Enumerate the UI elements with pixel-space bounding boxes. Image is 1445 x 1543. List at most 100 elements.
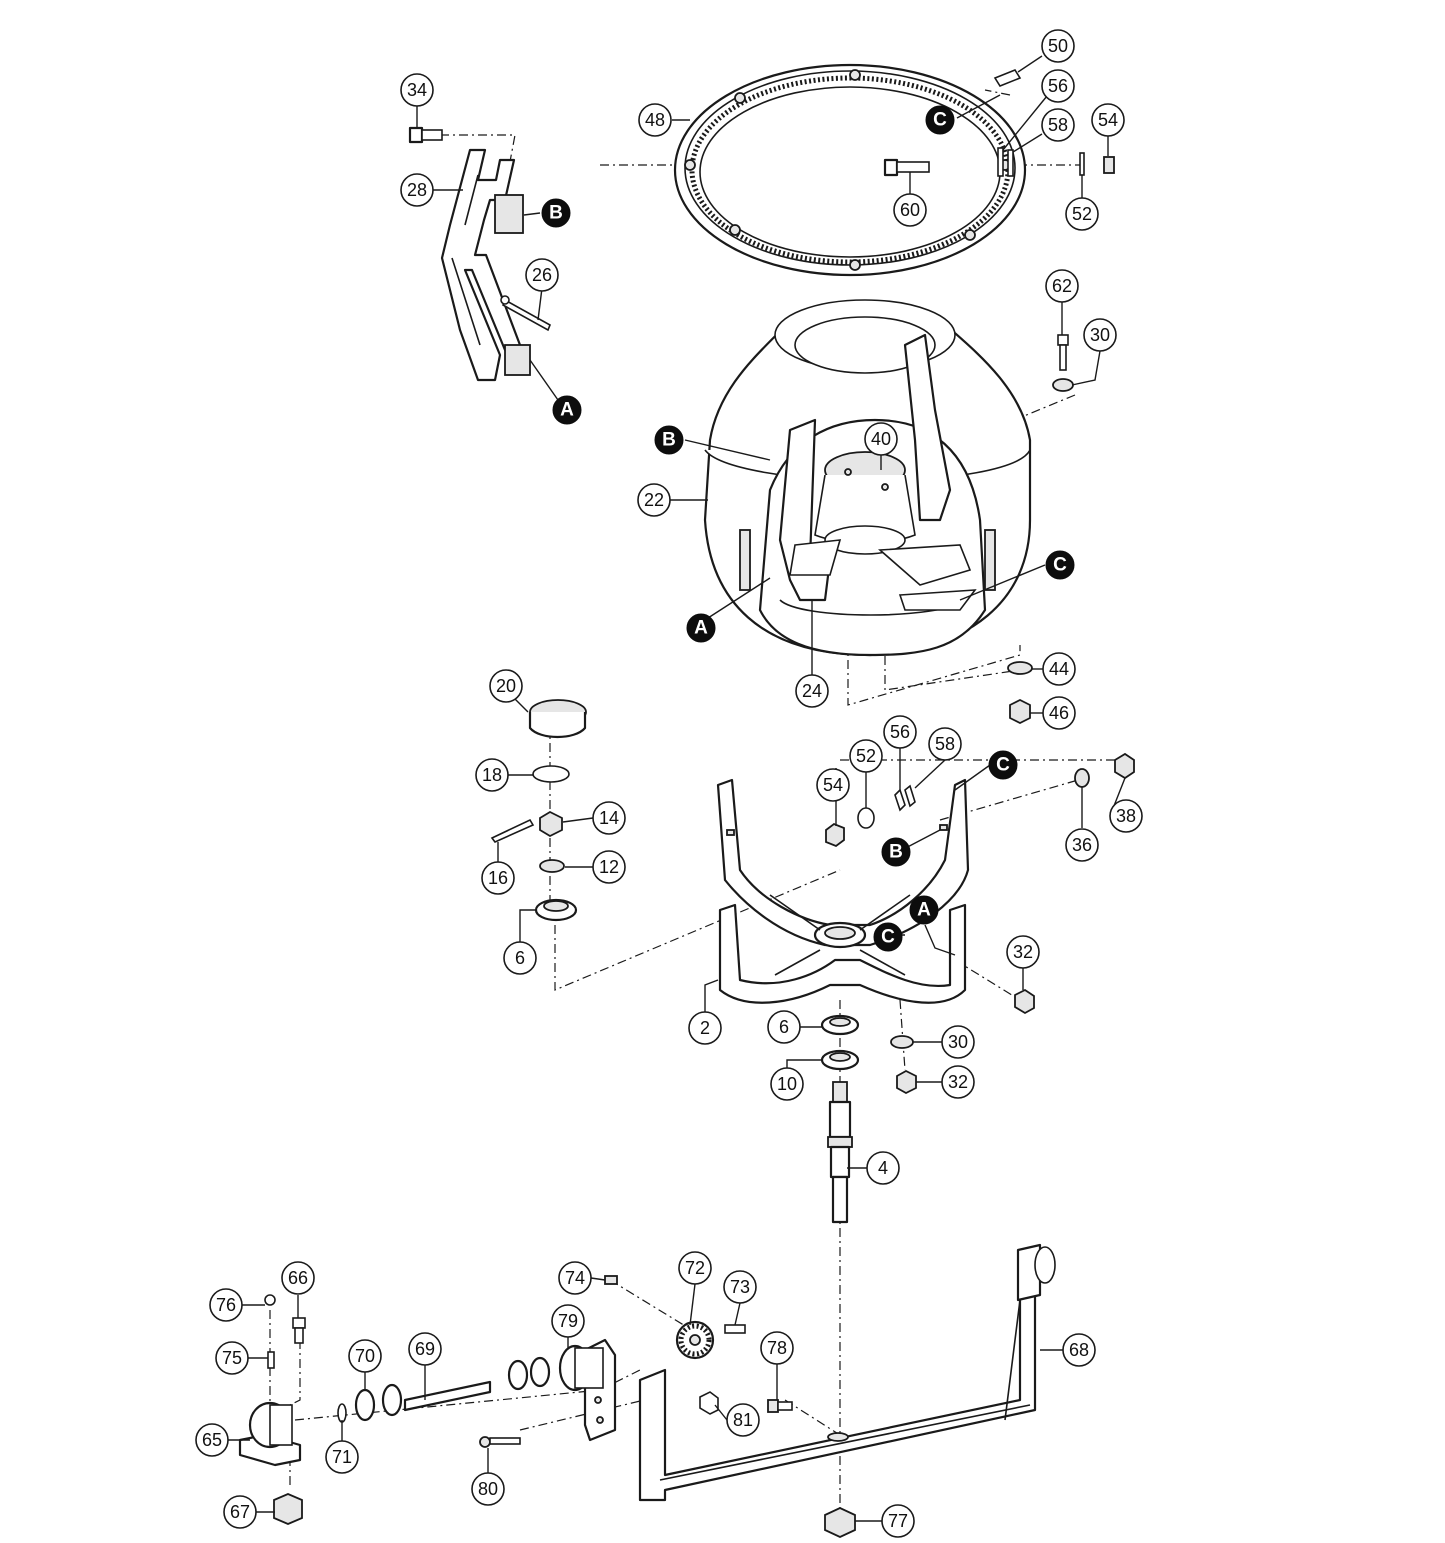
svg-text:74: 74 [565,1268,585,1288]
base-frame-68 [638,1243,1056,1502]
callout: 10 [770,1067,804,1101]
nut-77 [824,1507,856,1538]
svg-text:52: 52 [1072,204,1092,224]
cap-20 [528,699,587,738]
svg-text:A: A [917,900,931,921]
svg-text:A: A [694,618,708,639]
svg-text:30: 30 [1090,325,1110,345]
callout: 75 [215,1341,249,1375]
callout: 56 [1041,69,1075,103]
svg-text:58: 58 [1048,115,1068,135]
bearings-70 [354,1356,551,1422]
svg-text:C: C [1053,555,1067,576]
svg-text:20: 20 [496,676,516,696]
callout: 46 [1042,696,1076,730]
callout: 32 [1006,935,1040,969]
cap-76 [264,1294,276,1306]
callout: 14 [592,801,626,835]
svg-text:79: 79 [558,1311,578,1331]
bracket-part-28 [440,148,531,382]
svg-text:30: 30 [948,1032,968,1052]
svg-text:B: B [662,430,676,451]
svg-text:18: 18 [482,765,502,785]
svg-text:54: 54 [1098,110,1118,130]
washer-52-mid [857,807,875,829]
reference-marker: C [988,750,1018,780]
svg-text:75: 75 [222,1348,242,1368]
svg-text:68: 68 [1069,1340,1089,1360]
washers-56-58-52 [997,147,1115,177]
svg-text:71: 71 [332,1447,352,1467]
callout: 2 [688,1011,722,1045]
svg-text:72: 72 [685,1258,705,1278]
svg-text:80: 80 [478,1479,498,1499]
callout: 40 [864,422,898,456]
callout: 50 [1041,29,1075,63]
svg-text:81: 81 [733,1410,753,1430]
callout: 22 [637,483,671,517]
bolt-62 [1057,334,1069,371]
svg-text:40: 40 [871,429,891,449]
callout: 79 [551,1304,585,1338]
svg-text:38: 38 [1116,806,1136,826]
svg-text:48: 48 [645,110,665,130]
drum-22 [703,299,1032,657]
nut-67 [273,1493,303,1525]
dash-lines [269,89,1120,1510]
svg-text:62: 62 [1052,276,1072,296]
callout: 68 [1062,1333,1096,1367]
callout: 48 [638,103,672,137]
callout: 76 [209,1288,243,1322]
callout: 6 [503,941,537,975]
callout: 58 [928,727,962,761]
bracket-79 [558,1338,617,1442]
svg-text:32: 32 [1013,942,1033,962]
bolt-60 [883,158,930,177]
callout: 44 [1042,652,1076,686]
svg-text:12: 12 [599,857,619,877]
washer-30-top [1052,378,1074,392]
reference-marker: C [1045,550,1075,580]
svg-text:36: 36 [1072,835,1092,855]
yoke-frame-2 [716,778,970,1004]
nut-32-right [1014,988,1035,1015]
callout: 6 [767,1010,801,1044]
bolt-26 [500,295,552,332]
bearing-6-lower [820,1014,860,1036]
svg-text:22: 22 [644,490,664,510]
callout: 69 [408,1332,442,1366]
callout: 81 [726,1403,760,1437]
bolt-34 [408,126,443,144]
callouts: 34 28 26 48 50 56 58 54 52 60 62 30 40 2… [195,29,1143,1538]
svg-text:B: B [549,203,563,224]
shims-56-58-mid [894,784,916,812]
svg-text:C: C [933,110,947,131]
callout: 54 [816,768,850,802]
bolt-78 [767,1399,793,1413]
callout: 62 [1045,269,1079,303]
oring-18 [532,765,570,783]
ring-gear-48 [673,63,1027,277]
callout: 65 [195,1423,229,1457]
svg-text:26: 26 [532,265,552,285]
callout: 70 [348,1339,382,1373]
callout: 58 [1041,108,1075,142]
svg-text:69: 69 [415,1339,435,1359]
svg-text:66: 66 [288,1268,308,1288]
svg-text:32: 32 [948,1072,968,1092]
leader-lines [228,55,1126,1522]
svg-text:50: 50 [1048,36,1068,56]
callout: 52 [849,739,883,773]
washer-36 [1074,768,1090,788]
svg-text:78: 78 [767,1338,787,1358]
callout: 73 [723,1270,757,1304]
callout: 4 [866,1151,900,1185]
reference-marker: A [686,613,716,643]
svg-text:10: 10 [777,1074,797,1094]
grease-fitting-75 [267,1351,275,1369]
svg-text:56: 56 [890,722,910,742]
reference-marker: A [552,395,582,425]
callout: 30 [1083,318,1117,352]
nut-81 [699,1391,719,1415]
